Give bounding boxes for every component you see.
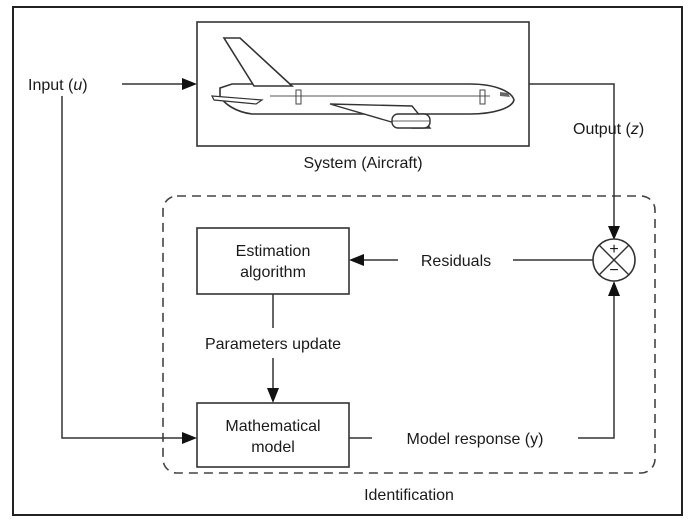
identification-label: Identification bbox=[364, 487, 454, 504]
system-caption: System (Aircraft) bbox=[303, 155, 422, 172]
input-arrowhead bbox=[182, 78, 197, 90]
output-arrowhead bbox=[608, 226, 620, 240]
comparator-minus: − bbox=[609, 262, 618, 279]
model-response-line-right bbox=[578, 296, 615, 439]
comparator-junction: + − bbox=[592, 238, 636, 282]
parameters-update-label: Parameters update bbox=[205, 336, 341, 353]
mathematical-model-box bbox=[196, 402, 350, 468]
model-box-line2: model bbox=[251, 439, 295, 456]
model-response-arrowhead bbox=[608, 281, 620, 296]
output-label: Output (z) bbox=[573, 121, 644, 138]
parameters-arrowhead bbox=[267, 388, 279, 403]
model-response-label: Model response (y) bbox=[407, 431, 544, 448]
identification-boundary bbox=[162, 195, 656, 474]
comparator-plus: + bbox=[609, 241, 618, 258]
estimation-box-line2: algorithm bbox=[240, 264, 306, 281]
estimation-box-line1: Estimation bbox=[236, 243, 311, 260]
estimation-algorithm-box bbox=[196, 227, 350, 295]
input-label: Input (u) bbox=[28, 77, 88, 94]
output-line bbox=[529, 83, 615, 226]
model-box-line1: Mathematical bbox=[225, 418, 320, 435]
aircraft-icon bbox=[210, 37, 515, 129]
input-to-model-line bbox=[61, 96, 182, 439]
figure-frame bbox=[12, 6, 683, 516]
residuals-label: Residuals bbox=[421, 253, 491, 270]
residuals-arrowhead bbox=[349, 254, 364, 266]
input-to-model-arrowhead bbox=[182, 432, 197, 444]
